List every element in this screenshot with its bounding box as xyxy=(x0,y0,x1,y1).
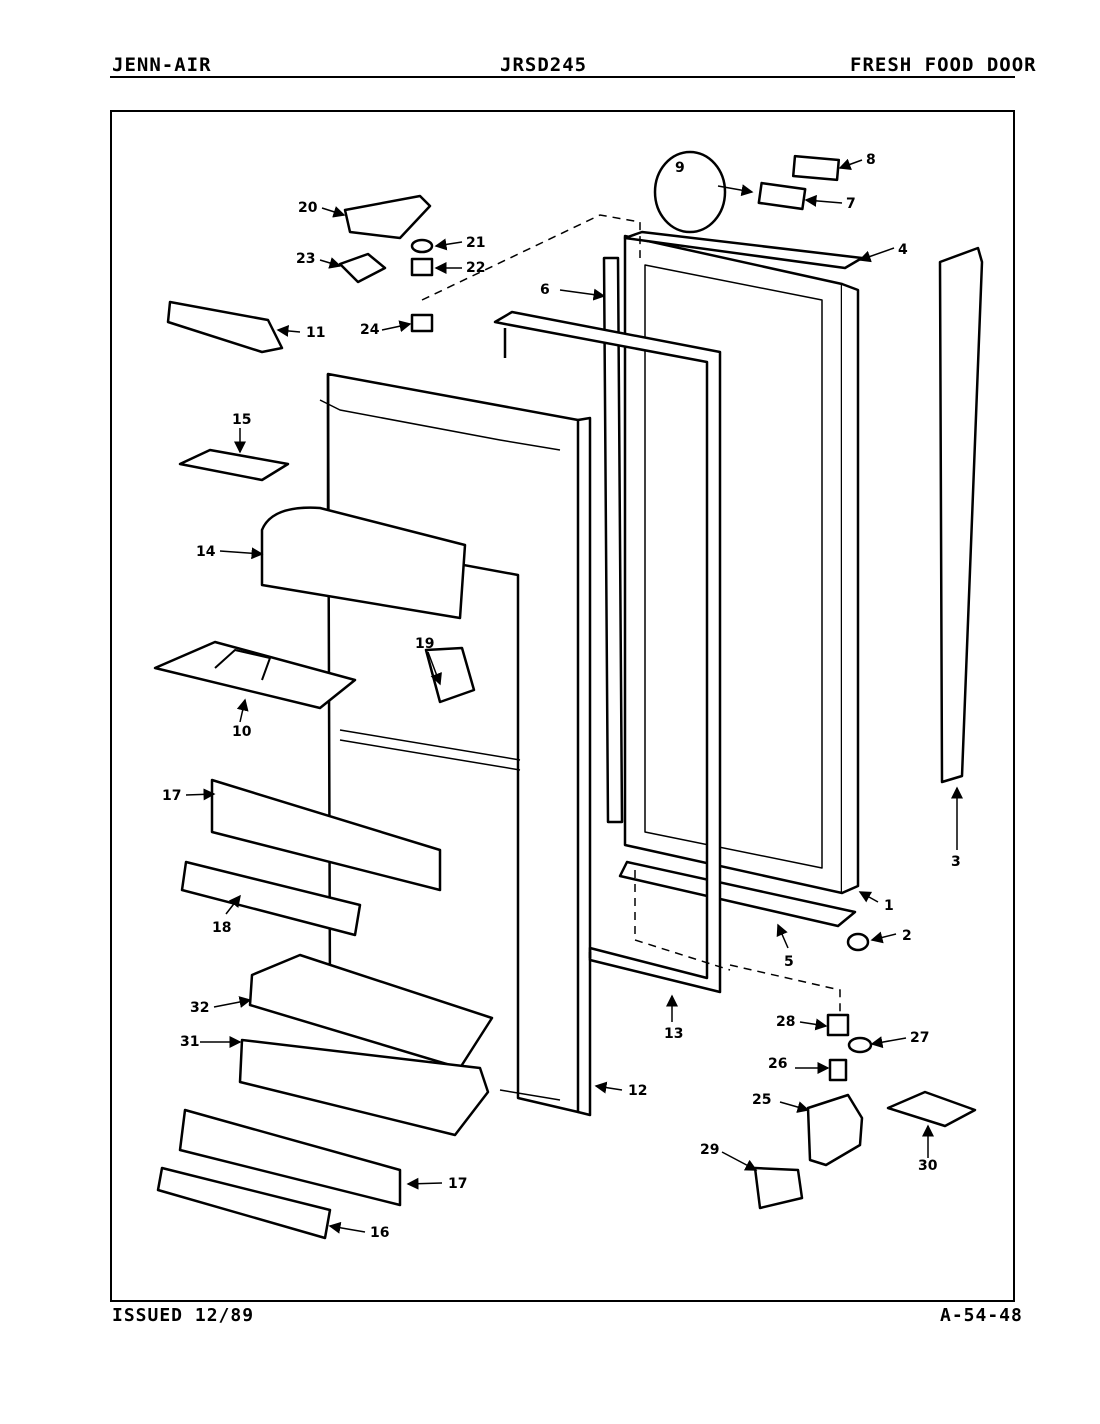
lower-washer xyxy=(847,1036,873,1054)
callout-17-upper: 17 xyxy=(162,788,181,804)
callout-1: 1 xyxy=(884,898,894,914)
issued-date: ISSUED 12/89 xyxy=(112,1305,255,1326)
door-cam xyxy=(653,150,727,234)
door-closer xyxy=(166,300,284,354)
callout-8: 8 xyxy=(866,152,876,168)
callout-16: 16 xyxy=(370,1225,389,1241)
callout-32: 32 xyxy=(190,1000,209,1016)
bushing xyxy=(410,257,434,277)
assembly-lines xyxy=(421,214,841,1012)
dairy-door xyxy=(260,506,467,620)
callout-5: 5 xyxy=(784,954,794,970)
door-bottom-cap xyxy=(618,860,857,928)
callout-3: 3 xyxy=(951,854,961,870)
header-rule xyxy=(110,76,1015,78)
cam-plate xyxy=(757,181,807,211)
shelf-bracket xyxy=(424,646,476,704)
hinge-shim xyxy=(338,252,387,284)
shelf-clip xyxy=(178,448,290,482)
callout-17-lower: 17 xyxy=(448,1176,467,1192)
lower-bushing xyxy=(826,1013,850,1037)
callout-22: 22 xyxy=(466,260,485,276)
callout-30: 30 xyxy=(918,1158,938,1174)
callout-27: 27 xyxy=(910,1030,929,1046)
callout-31: 31 xyxy=(180,1034,199,1050)
bin-front-lower xyxy=(156,1166,332,1240)
cam-label xyxy=(791,154,841,182)
lower-hinge-shim xyxy=(753,1166,804,1210)
callout-11: 11 xyxy=(306,325,325,341)
bin-front-upper xyxy=(180,860,362,937)
diagram-frame xyxy=(110,110,1015,1302)
top-hinge xyxy=(343,194,432,240)
callout-28: 28 xyxy=(776,1014,795,1030)
hinge-nut xyxy=(846,932,870,952)
door-bin-upper xyxy=(210,778,442,892)
callout-21: 21 xyxy=(466,235,485,251)
callout-23: 23 xyxy=(296,251,315,267)
egg-tray xyxy=(153,640,357,710)
door-stop xyxy=(410,313,434,333)
callout-4: 4 xyxy=(898,242,908,258)
callout-18: 18 xyxy=(212,920,231,936)
callout-10: 10 xyxy=(232,724,252,740)
deep-door-bin xyxy=(238,1038,490,1137)
callout-6: 6 xyxy=(540,282,550,298)
handle-trim xyxy=(938,246,984,784)
breaker-strip xyxy=(602,256,624,824)
model-number: JRSD245 xyxy=(500,54,588,76)
callout-15: 15 xyxy=(232,412,251,428)
page-code: A-54-48 xyxy=(940,1305,1023,1326)
hinge-pin xyxy=(828,1058,848,1082)
callout-13: 13 xyxy=(664,1026,683,1042)
washer xyxy=(410,238,434,254)
callout-26: 26 xyxy=(768,1056,787,1072)
callout-2: 2 xyxy=(902,928,912,944)
callout-25: 25 xyxy=(752,1092,771,1108)
callout-29: 29 xyxy=(700,1142,719,1158)
callout-20: 20 xyxy=(298,200,318,216)
callout-9: 9 xyxy=(675,160,685,176)
hinge-bracket xyxy=(886,1090,977,1128)
outer-door-panel xyxy=(623,234,860,895)
callout-7: 7 xyxy=(846,196,856,212)
callout-12: 12 xyxy=(628,1083,647,1099)
callout-14: 14 xyxy=(196,544,216,560)
door-bin-lower xyxy=(178,1108,402,1207)
lower-hinge xyxy=(806,1093,864,1167)
section-title: FRESH FOOD DOOR xyxy=(850,54,1037,76)
brand-name: JENN-AIR xyxy=(112,54,212,76)
callout-24: 24 xyxy=(360,322,380,338)
callout-19: 19 xyxy=(415,636,434,652)
leader-arrows xyxy=(185,158,963,1234)
